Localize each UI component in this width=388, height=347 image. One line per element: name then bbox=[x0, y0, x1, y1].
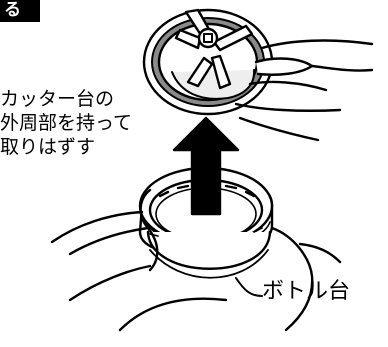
upward-arrow-icon bbox=[172, 116, 240, 216]
hand-upper-icon bbox=[234, 39, 374, 142]
hand-lower-icon bbox=[50, 188, 342, 332]
step-badge: る bbox=[0, 0, 40, 22]
cutter-assembly-icon bbox=[142, 8, 274, 116]
instruction-line-2: 外周部を持って bbox=[0, 112, 133, 134]
instruction-line-1: カッター台の bbox=[0, 88, 115, 110]
bottle-base-label: ボトル台 bbox=[262, 279, 351, 304]
instruction-line-3: 取りはずす bbox=[0, 136, 96, 158]
